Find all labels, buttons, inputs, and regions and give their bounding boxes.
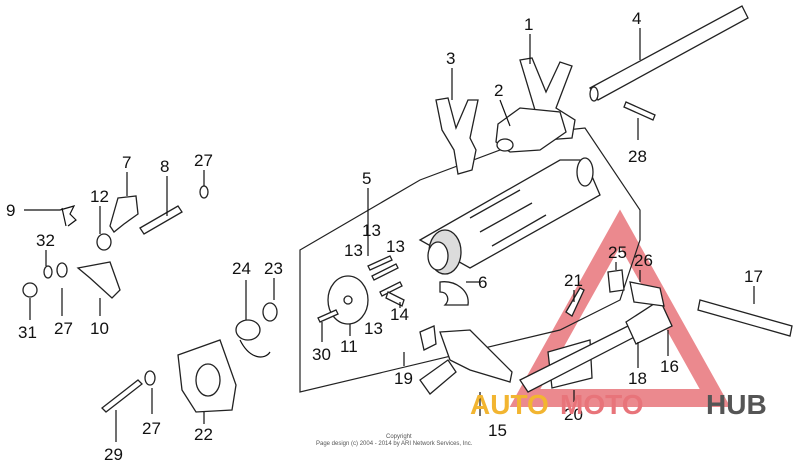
collar-16 bbox=[625, 299, 673, 345]
bolt-29 bbox=[101, 379, 143, 413]
callout-9: 9 bbox=[6, 201, 15, 220]
callout-13a: 13 bbox=[362, 221, 381, 240]
copyright-line-1: Copyright bbox=[386, 434, 412, 440]
spring-9 bbox=[59, 205, 77, 227]
return-spring bbox=[235, 319, 271, 358]
spring-14 bbox=[385, 291, 405, 307]
callout-27-top: 27 bbox=[194, 151, 213, 170]
callout-14: 14 bbox=[390, 305, 409, 324]
nut-31 bbox=[22, 282, 38, 298]
washer-32 bbox=[43, 265, 53, 279]
spring-19 bbox=[419, 325, 437, 351]
washer-27-bottom bbox=[144, 370, 156, 386]
bolt-30 bbox=[317, 309, 339, 323]
leader-lines bbox=[24, 28, 755, 442]
callout-21: 21 bbox=[564, 271, 583, 290]
shaft-17 bbox=[697, 299, 793, 337]
callout-3: 3 bbox=[446, 49, 455, 68]
watermark-text: AUTO MOTO HUB bbox=[470, 389, 767, 420]
callout-13b: 13 bbox=[344, 241, 363, 260]
dowel-pin bbox=[623, 101, 656, 121]
callout-15: 15 bbox=[488, 421, 507, 440]
watermark-auto: AUTO bbox=[470, 389, 549, 420]
callout-29: 29 bbox=[104, 445, 123, 464]
roller-12 bbox=[96, 233, 112, 251]
callout-labels: 1 2 3 4 5 6 7 8 9 10 11 12 13 13 13 13 1… bbox=[6, 9, 763, 464]
callout-25: 25 bbox=[608, 243, 627, 262]
callout-16: 16 bbox=[660, 357, 679, 376]
fork-26 bbox=[629, 281, 665, 307]
collar-23 bbox=[262, 302, 278, 322]
washer-27-left bbox=[56, 262, 68, 278]
washer-27-top bbox=[199, 185, 209, 199]
callout-22: 22 bbox=[194, 425, 213, 444]
callout-27-bottom: 27 bbox=[142, 419, 161, 438]
callout-19: 19 bbox=[394, 369, 413, 388]
watermark-hub: HUB bbox=[706, 389, 767, 420]
gearshift-spindle bbox=[419, 329, 513, 395]
callout-2: 2 bbox=[494, 81, 503, 100]
callout-13c: 13 bbox=[386, 237, 405, 256]
drum-plate bbox=[327, 275, 369, 325]
stopper-arm-7 bbox=[109, 195, 139, 233]
copyright-notice: Copyright Page design (c) 2004 - 2014 by… bbox=[316, 434, 473, 447]
callout-5: 5 bbox=[362, 169, 371, 188]
fork-25 bbox=[607, 269, 625, 293]
stopper-arm bbox=[76, 261, 121, 299]
callout-30: 30 bbox=[312, 345, 331, 364]
callout-7: 7 bbox=[122, 153, 131, 172]
shift-drum bbox=[418, 157, 601, 275]
bolt-21 bbox=[565, 287, 585, 317]
drum-pins bbox=[367, 255, 403, 297]
callout-18: 18 bbox=[628, 369, 647, 388]
callout-32: 32 bbox=[36, 231, 55, 250]
shift-fork-shaft bbox=[589, 5, 749, 102]
callout-27-left: 27 bbox=[54, 319, 73, 338]
callout-12: 12 bbox=[90, 187, 109, 206]
shift-fork-3 bbox=[435, 97, 479, 175]
shift-drum-assembly-frame bbox=[299, 127, 641, 393]
copyright-line-2: Page design (c) 2004 - 2014 by ARI Netwo… bbox=[316, 441, 473, 447]
callout-26: 26 bbox=[634, 251, 653, 270]
callout-4: 4 bbox=[632, 9, 641, 28]
callout-31: 31 bbox=[18, 323, 37, 342]
callout-8: 8 bbox=[160, 157, 169, 176]
callout-10: 10 bbox=[90, 319, 109, 338]
callout-23: 23 bbox=[264, 259, 283, 278]
callout-17: 17 bbox=[744, 267, 763, 286]
callout-6: 6 bbox=[478, 273, 487, 292]
callout-20: 20 bbox=[564, 405, 583, 424]
callout-28: 28 bbox=[628, 147, 647, 166]
shift-fork-2 bbox=[495, 107, 567, 153]
watermark-moto: MOTO bbox=[560, 389, 643, 420]
callout-1: 1 bbox=[524, 15, 533, 34]
callout-24: 24 bbox=[232, 259, 251, 278]
shift-cover-gasket bbox=[177, 339, 237, 413]
callout-13d: 13 bbox=[364, 319, 383, 338]
callout-11: 11 bbox=[340, 337, 358, 356]
bolt-8 bbox=[139, 205, 183, 235]
stopper-plate bbox=[439, 281, 469, 306]
